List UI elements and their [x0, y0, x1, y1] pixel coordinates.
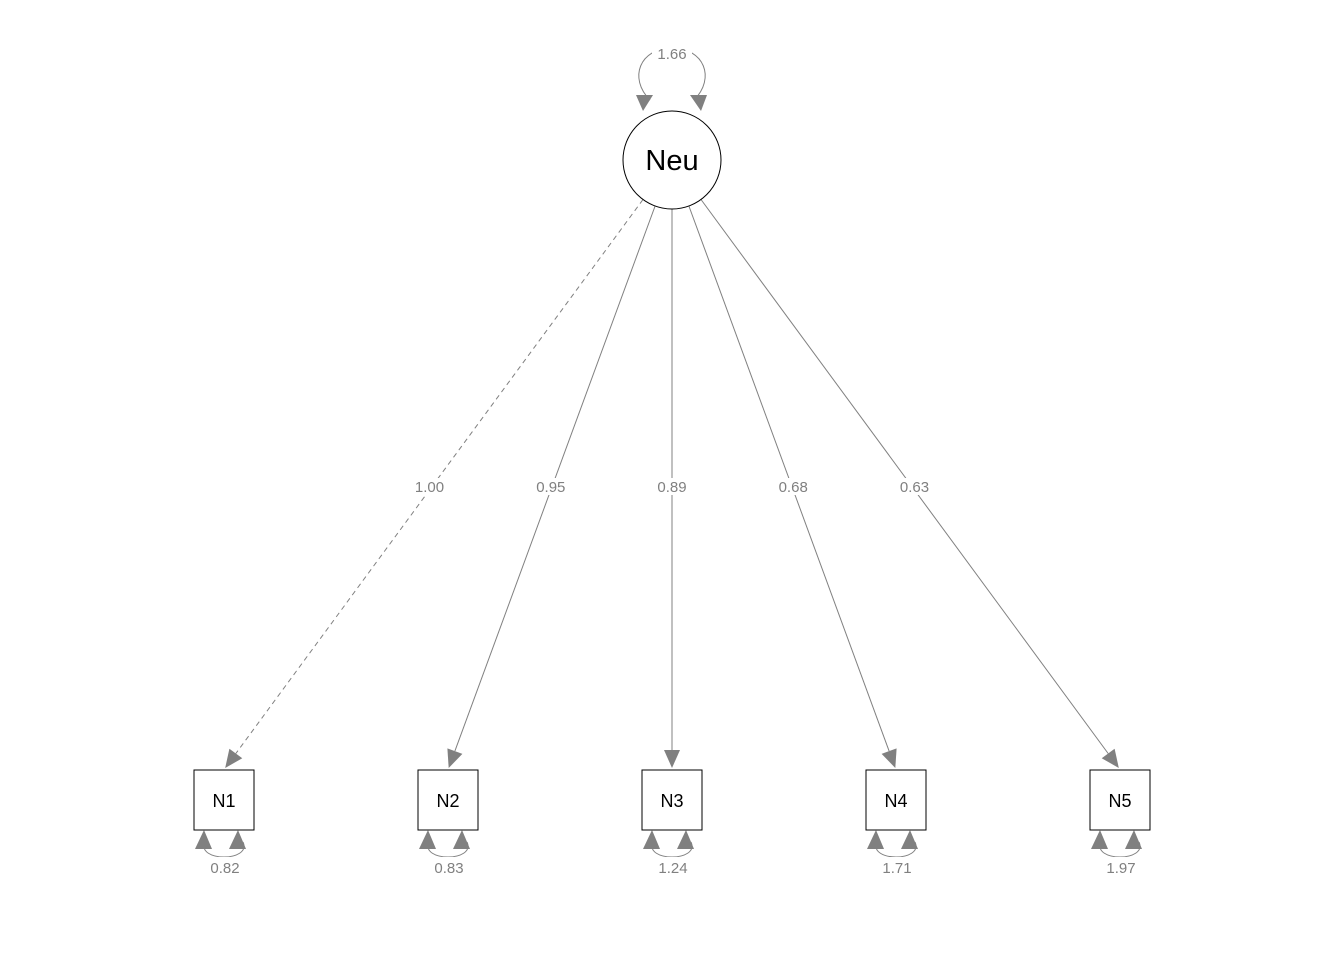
residual-label-n3: 1.24 — [658, 860, 687, 877]
latent-variance-label: 1.66 — [657, 46, 686, 63]
latent-label: Neu — [645, 145, 698, 177]
residual-arrowhead-right-n4 — [901, 830, 918, 849]
residual-arrowhead-left-n1 — [195, 830, 212, 849]
loading-label-n3: 0.89 — [657, 479, 686, 496]
loading-label-n2: 0.95 — [536, 479, 565, 496]
indicator-box-n4 — [865, 769, 927, 831]
loading-paths: 1.00 0.95 0.89 0.68 0.63 — [225, 199, 1119, 768]
residual-arrowhead-right-n2 — [453, 830, 470, 849]
loading-label-n5: 0.63 — [900, 479, 929, 496]
indicator-label-n1: N1 — [212, 791, 235, 811]
latent-node: Neu — [622, 110, 722, 210]
indicator-box-n3 — [641, 769, 703, 831]
residual-arrowhead-left-n2 — [419, 830, 436, 849]
residual-label-n2: 0.83 — [434, 860, 463, 877]
residual-label-n1: 0.82 — [210, 860, 239, 877]
latent-variance-loop: 1.66 — [636, 45, 707, 111]
indicator-box-n5 — [1089, 769, 1151, 831]
latent-variance-arrowhead-right — [690, 95, 707, 111]
loading-arrowhead-n5 — [1101, 748, 1119, 768]
indicator-label-n3: N3 — [660, 791, 683, 811]
loading-arrowhead-n3 — [664, 750, 680, 768]
loading-arrowhead-n1 — [225, 748, 243, 768]
loading-label-n4: 0.68 — [779, 479, 808, 496]
latent-circle — [622, 110, 722, 210]
residual-arrowhead-right-n5 — [1125, 830, 1142, 849]
indicator-label-n2: N2 — [436, 791, 459, 811]
loading-path-n1 — [235, 199, 644, 754]
latent-variance-arrowhead-left — [636, 95, 653, 111]
residual-arrowhead-left-n3 — [643, 830, 660, 849]
indicator-label-n5: N5 — [1108, 791, 1131, 811]
loading-label-n1: 1.00 — [415, 479, 444, 496]
residual-label-n5: 1.97 — [1106, 860, 1135, 877]
residual-arrowhead-right-n3 — [677, 830, 694, 849]
indicator-nodes: N1 0.82 N2 0.83 N3 1.24 N4 1.71 N5 1.97 — [193, 769, 1151, 877]
indicator-box-n1 — [193, 769, 255, 831]
loading-path-n5 — [700, 199, 1109, 754]
indicator-box-n2 — [417, 769, 479, 831]
residual-arrowhead-right-n1 — [229, 830, 246, 849]
loading-arrowhead-n4 — [881, 748, 897, 768]
indicator-label-n4: N4 — [884, 791, 907, 811]
loading-arrowhead-n2 — [447, 748, 463, 768]
residual-label-n4: 1.71 — [882, 860, 911, 877]
residual-arrowhead-left-n5 — [1091, 830, 1108, 849]
residual-arrowhead-left-n4 — [867, 830, 884, 849]
